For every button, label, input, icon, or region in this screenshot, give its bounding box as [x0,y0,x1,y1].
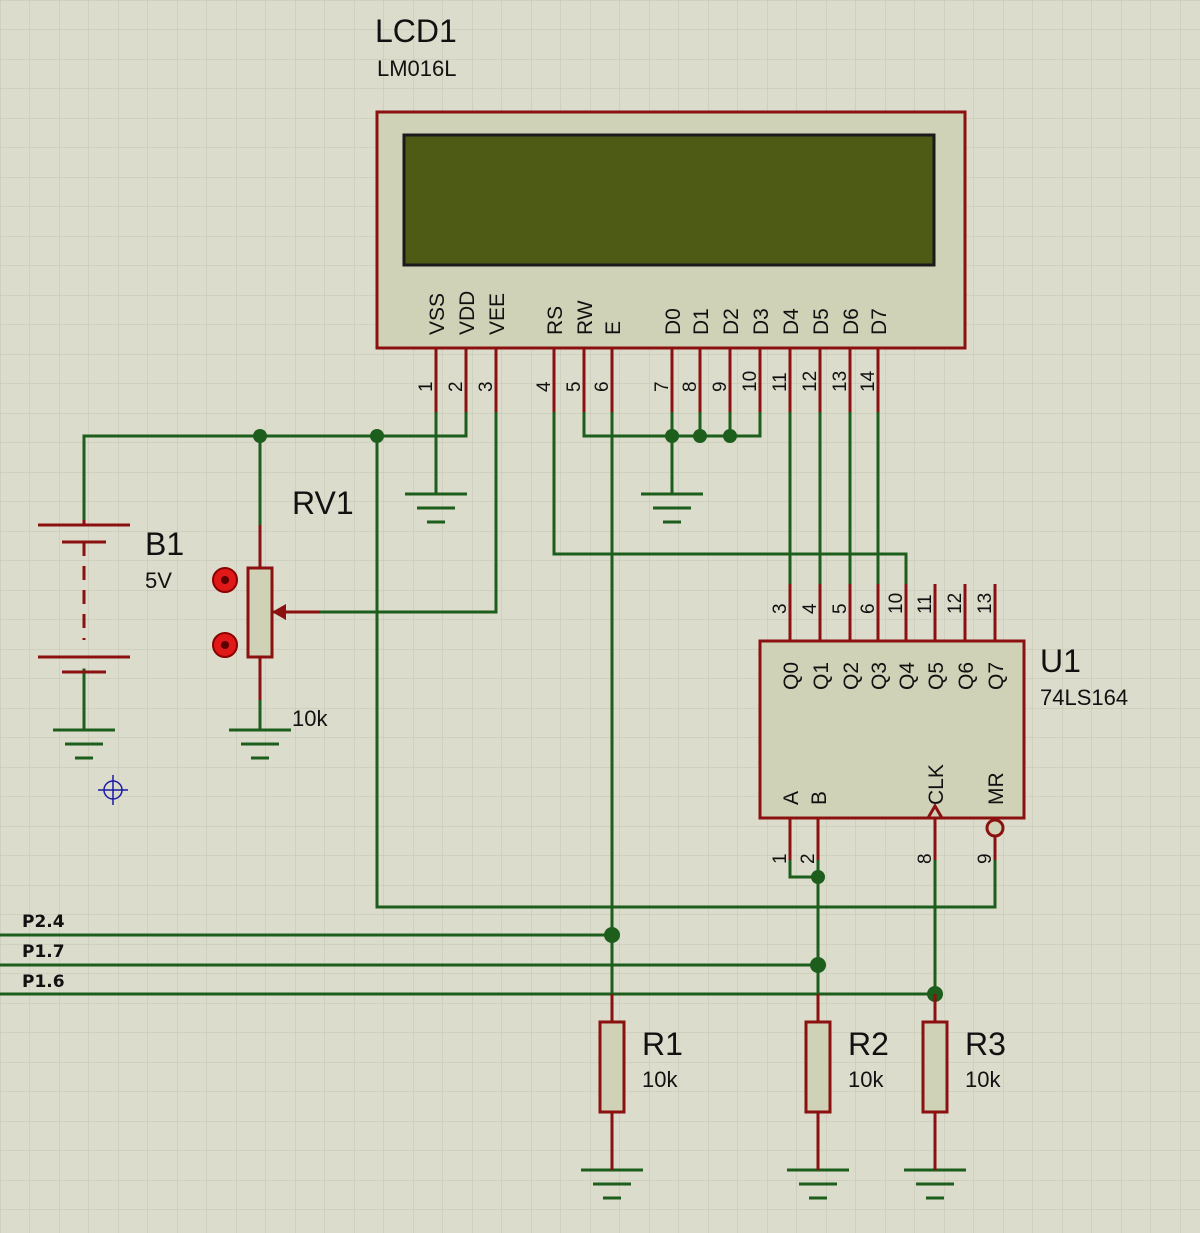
lcd-pin-label: D5 [810,308,833,335]
u1-input-label: MR [985,772,1008,805]
u1-output-number: 10 [886,593,907,614]
lcd-pin-number: 7 [652,381,673,392]
resistor-value: 10k [965,1067,1001,1092]
resistor-ref: R3 [965,1026,1006,1062]
lcd-pin-label: D3 [750,308,773,335]
u1-output-label: Q0 [780,662,803,690]
lcd-pin-label: D1 [690,308,713,335]
lcd-pin-number: 6 [592,381,613,392]
ground-icon [405,492,467,524]
resistor-value: 10k [642,1067,678,1092]
u1-output-label: Q7 [985,662,1008,690]
u1-input-number: 2 [798,853,819,864]
lcd-pin-number: 5 [564,381,585,392]
lcd-pin-number: 8 [680,381,701,392]
u1-ref: U1 [1040,643,1081,679]
lcd-pin-label: VEE [486,293,509,335]
shift-register-u1[interactable]: U1 74LS164 Q03Q14Q25Q36Q410Q511Q612Q713 … [758,584,1128,864]
lcd-pin-number: 9 [710,381,731,392]
lcd-pin-number: 13 [830,371,851,392]
resistor-ref: R1 [642,1026,683,1062]
lcd-pin-label: RW [574,300,597,335]
lcd-pin-number: 11 [770,372,791,392]
battery-ref: B1 [145,526,184,562]
potentiometer-rv1[interactable]: RV1 10k [246,485,354,731]
u1-output-label: Q2 [840,662,863,690]
u1-output-number: 6 [858,603,879,614]
clock-edge-icon [926,803,944,819]
u1-input-number: 1 [770,853,791,864]
ground-icon [229,728,291,760]
lcd-pin-label: E [602,321,625,335]
u1-output-label: Q1 [810,662,833,690]
lcd-pin-label: D0 [662,308,685,335]
crosshair-marker-icon [98,775,128,805]
u1-input-number: 8 [915,853,936,864]
ground-icon [641,492,703,524]
u1-input-number: 9 [975,853,996,864]
u1-output-number: 4 [800,603,821,614]
probe-up-icon[interactable] [212,567,238,593]
lcd-pin-label: D6 [840,308,863,335]
lcd-pin-label: VSS [426,293,449,335]
u1-output-label: Q4 [896,662,919,690]
ground-symbols [53,492,966,1200]
u1-output-label: Q5 [925,662,948,690]
lcd-pin-number: 12 [800,371,821,392]
resistor-value: 10k [848,1067,884,1092]
u1-output-number: 3 [770,603,791,614]
lcd-pin-number: 10 [740,371,761,392]
net-label-p1-7: P1.7 [22,942,65,962]
probe-down-icon[interactable] [212,632,238,658]
lcd-ref: LCD1 [375,13,457,49]
lcd-pin-number: 4 [534,381,555,392]
lcd-pin-label: VDD [456,291,479,335]
u1-input-label: CLK [925,764,948,805]
u1-output-label: Q6 [955,662,978,690]
net-label-p1-6: P1.6 [22,972,65,992]
lcd-pin-number: 14 [858,370,879,392]
u1-input-label: A [780,791,803,805]
u1-output-number: 13 [975,593,996,614]
resistor-ref: R2 [848,1026,889,1062]
net-label-p2-4: P2.4 [22,912,65,932]
ground-icon [53,728,115,760]
pot-value: 10k [292,706,328,731]
lcd-pin-label: D2 [720,308,743,335]
lcd-pin-label: RS [544,306,567,335]
lcd-pin-number: 1 [416,381,437,392]
lcd-pin-label: D4 [780,308,803,335]
lcd-model: LM016L [377,56,457,81]
lcd-component[interactable]: LCD1 LM016L VSS 1 VDD 2 VEE 3 RS 4 RW 5 E 6 D0 7 D1 8 D2… [375,13,967,412]
battery-b1[interactable]: B1 5V [38,520,184,674]
inversion-bubble-icon [985,818,1005,838]
lcd-pin-label: D7 [868,308,891,335]
junctions [253,429,943,1002]
u1-output-number: 11 [915,594,936,614]
lcd-pins: VSS 1 VDD 2 VEE 3 RS 4 RW 5 E 6 D0 7 D1 8 D2 9 D3 10 D4 11 D5 1… [416,291,891,412]
lcd-screen [402,133,936,267]
u1-output-label: Q3 [868,662,891,690]
u1-output-number: 5 [830,603,851,614]
u1-input-label: B [808,791,831,805]
pot-ref: RV1 [292,485,354,521]
battery-value: 5V [145,568,172,593]
lcd-pin-number: 3 [476,381,497,392]
u1-model: 74LS164 [1040,685,1128,710]
u1-output-number: 12 [945,593,966,614]
lcd-pin-number: 2 [446,381,467,392]
